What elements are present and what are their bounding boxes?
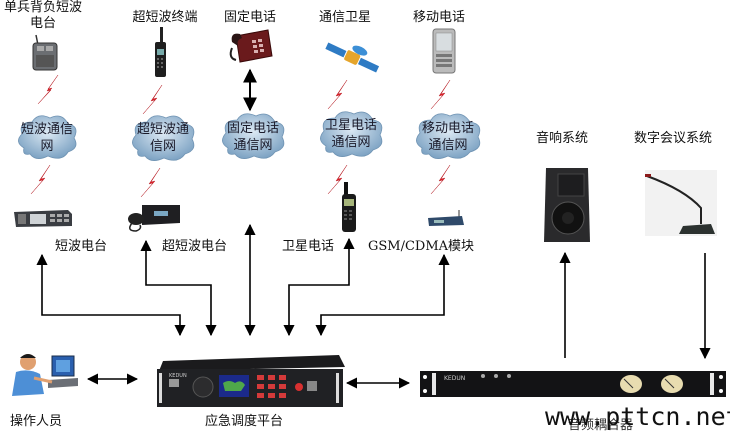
lightning-icon [142, 84, 163, 115]
cloud-icon [18, 115, 77, 159]
vehicle-radio-icon [128, 205, 180, 232]
console-brand: KEDUN [169, 373, 187, 379]
connector-uhf-radio [140, 239, 217, 337]
cloud-mobile-network: 移动电话 通信网 [412, 110, 484, 162]
desk-phone-icon [229, 29, 273, 63]
lightning-icon [327, 164, 348, 195]
device-label-uhf-radio: 超短波电台 [162, 239, 228, 254]
terminal-label-satellite: 通信卫星 [318, 10, 371, 25]
terminal-label-fixed: 固定电话 [223, 10, 276, 25]
cloud-icon [320, 111, 383, 157]
terminal-label-mobile: 移动电话 [412, 10, 465, 25]
cloud-icon [416, 113, 481, 159]
speaker-icon [544, 168, 590, 242]
cloud-pstn-network: 固定电话 通信网 [218, 110, 288, 162]
coupler-brand: KEDUN [444, 375, 465, 382]
walkie-talkie-icon [155, 27, 166, 77]
gsm-module-icon [428, 210, 464, 226]
coupler-label: 音频耦合器 [568, 418, 634, 433]
lightning-icon [30, 164, 51, 195]
satellite-icon [325, 42, 380, 73]
cloud-satellite-network: 卫星电话 通信网 [316, 108, 386, 160]
cloud-uhf-network: 超短波通 信网 [128, 112, 198, 164]
device-label-sat-phone: 卫星电话 [282, 239, 335, 254]
terminal-label-uhf: 超短波终端 [132, 10, 198, 25]
cloud-hf-network: 短波通信 网 [14, 112, 80, 162]
lightning-icon [140, 167, 161, 198]
operator-label: 操作人员 [10, 414, 63, 429]
device-label-gsm-module: GSM/CDMA模块 [368, 239, 475, 254]
manpack-radio-icon [32, 34, 58, 71]
terminal-label-manpack: 单兵背负短波 电台 [3, 0, 82, 31]
lightning-icon [37, 74, 59, 105]
connector-hf-radio [36, 253, 186, 337]
dispatch-console-icon: KEDUN [157, 355, 345, 407]
satellite-phone-icon [342, 182, 356, 232]
lightning-icon [327, 79, 348, 110]
operator-icon [12, 354, 78, 396]
device-label-hf-radio: 短波电台 [55, 239, 108, 254]
cloud-icon [132, 115, 195, 161]
watermark: www.pttcn.net [545, 402, 730, 431]
audio-label-conference: 数字会议系统 [634, 131, 713, 146]
lightning-icon [430, 164, 451, 195]
audio-coupler-icon: KEDUN [420, 371, 726, 397]
gooseneck-microphone-icon [645, 170, 717, 236]
platform-label: 应急调度平台 [205, 414, 284, 429]
cloud-icon [222, 113, 285, 159]
connector-gsm-module [315, 253, 450, 337]
mobile-phone-icon [432, 28, 456, 74]
lightning-icon [430, 79, 451, 110]
audio-label-speaker: 音响系统 [536, 131, 589, 146]
hf-radio-icon [14, 210, 72, 227]
